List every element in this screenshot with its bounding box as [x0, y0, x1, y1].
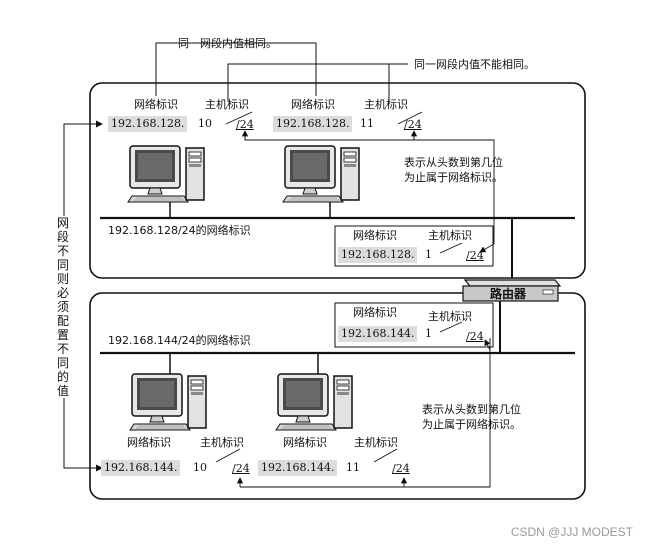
computer-icon	[129, 373, 207, 431]
router-label: 路由器	[490, 287, 527, 301]
network-id-value: 192.168.128.	[108, 116, 188, 132]
computer-icon	[282, 145, 360, 203]
network-id-label: 网络标识	[353, 306, 397, 319]
prefix-note-line1: 表示从头数到第几位	[404, 156, 503, 169]
callout-not-same: 同一网段内值不能相同。	[414, 58, 535, 71]
prefix-length: /24	[466, 249, 484, 262]
network-id-value: 192.168.144.	[258, 460, 338, 476]
prefix-length: /24	[392, 462, 410, 475]
host-id-label: 主机标识	[205, 98, 249, 111]
network-b-caption: 192.168.144/24的网络标识	[108, 334, 251, 347]
network-id-value: 192.168.128.	[338, 247, 418, 263]
prefix-length: /24	[232, 462, 250, 475]
network-id-value: 192.168.144.	[101, 460, 181, 476]
host-id-label: 主机标识	[364, 98, 408, 111]
host-id-value: 1	[425, 248, 432, 261]
network-id-label: 网络标识	[283, 436, 327, 449]
computer-icon	[127, 145, 205, 203]
computer-icon	[275, 373, 353, 431]
host-id-value: 11	[346, 461, 360, 474]
watermark: CSDN @JJJ MODEST	[510, 525, 633, 539]
prefix-length: /24	[404, 118, 422, 131]
host-id-label: 主机标识	[354, 436, 398, 449]
network-id-value: 192.168.144.	[338, 326, 418, 342]
network-id-label: 网络标识	[127, 436, 171, 449]
network-id-label: 网络标识	[134, 98, 178, 111]
router-icon	[462, 279, 562, 302]
prefix-note-line2: 为止属于网络标识。	[404, 171, 503, 184]
host-id-label: 主机标识	[428, 310, 472, 323]
network-a-caption: 192.168.128/24的网络标识	[108, 224, 251, 237]
host-id-value: 10	[198, 117, 212, 130]
host-id-value: 11	[360, 117, 374, 130]
callout-same: 同一网段内值相同。	[178, 37, 277, 50]
prefix-length: /24	[236, 118, 254, 131]
host-id-value: 10	[193, 461, 207, 474]
network-id-value: 192.168.128.	[273, 116, 353, 132]
prefix-length: /24	[466, 330, 484, 343]
network-id-label: 网络标识	[291, 98, 335, 111]
network-a-box	[89, 82, 586, 279]
host-id-value: 1	[425, 327, 432, 340]
prefix-note-line1: 表示从头数到第几位	[422, 403, 521, 416]
host-id-label: 主机标识	[428, 229, 472, 242]
network-b-box	[89, 292, 586, 500]
side-vertical-label: 网段不同则必须配置不同的值	[56, 216, 70, 398]
network-id-label: 网络标识	[353, 229, 397, 242]
prefix-note-line2: 为止属于网络标识。	[422, 418, 521, 431]
host-id-label: 主机标识	[200, 436, 244, 449]
